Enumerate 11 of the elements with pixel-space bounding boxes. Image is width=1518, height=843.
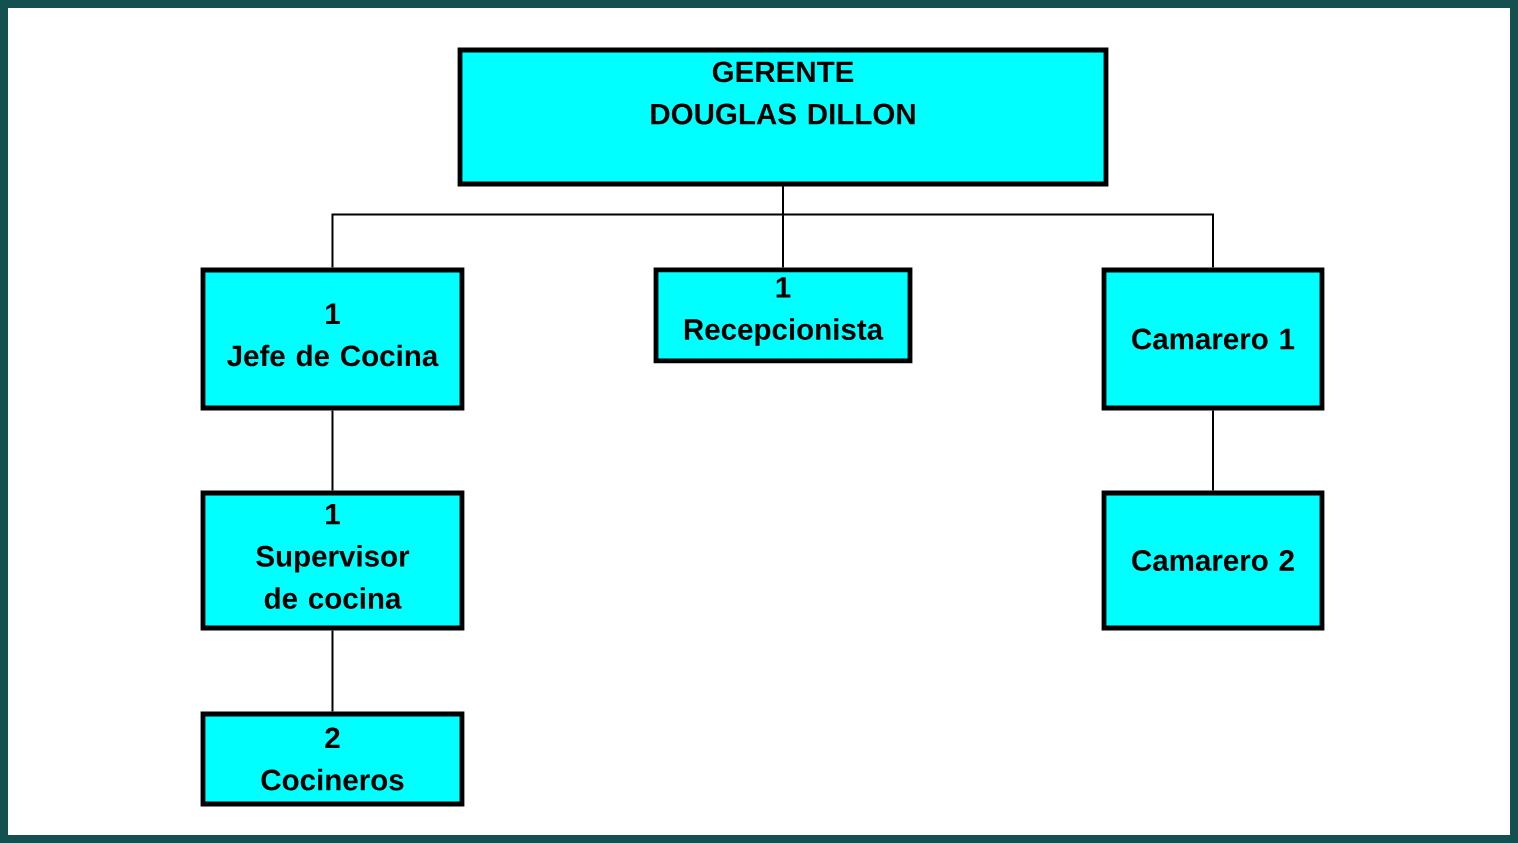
position-box: 2 Cocineros	[200, 711, 465, 807]
position-box: 1 Jefe de Cocina	[200, 267, 465, 411]
connector-line	[1212, 409, 1214, 492]
position-box: Camarero 2	[1101, 490, 1325, 631]
position-box: 1 Recepcionista	[653, 267, 913, 364]
position-box: GERENTE DOUGLAS DILLON	[457, 47, 1109, 187]
connector-line	[782, 185, 1214, 269]
position-box: Camarero 1	[1101, 267, 1325, 411]
connector-line	[331, 629, 334, 713]
position-box: 1 Supervisor de cocina	[200, 490, 465, 631]
connector-line	[331, 409, 334, 492]
